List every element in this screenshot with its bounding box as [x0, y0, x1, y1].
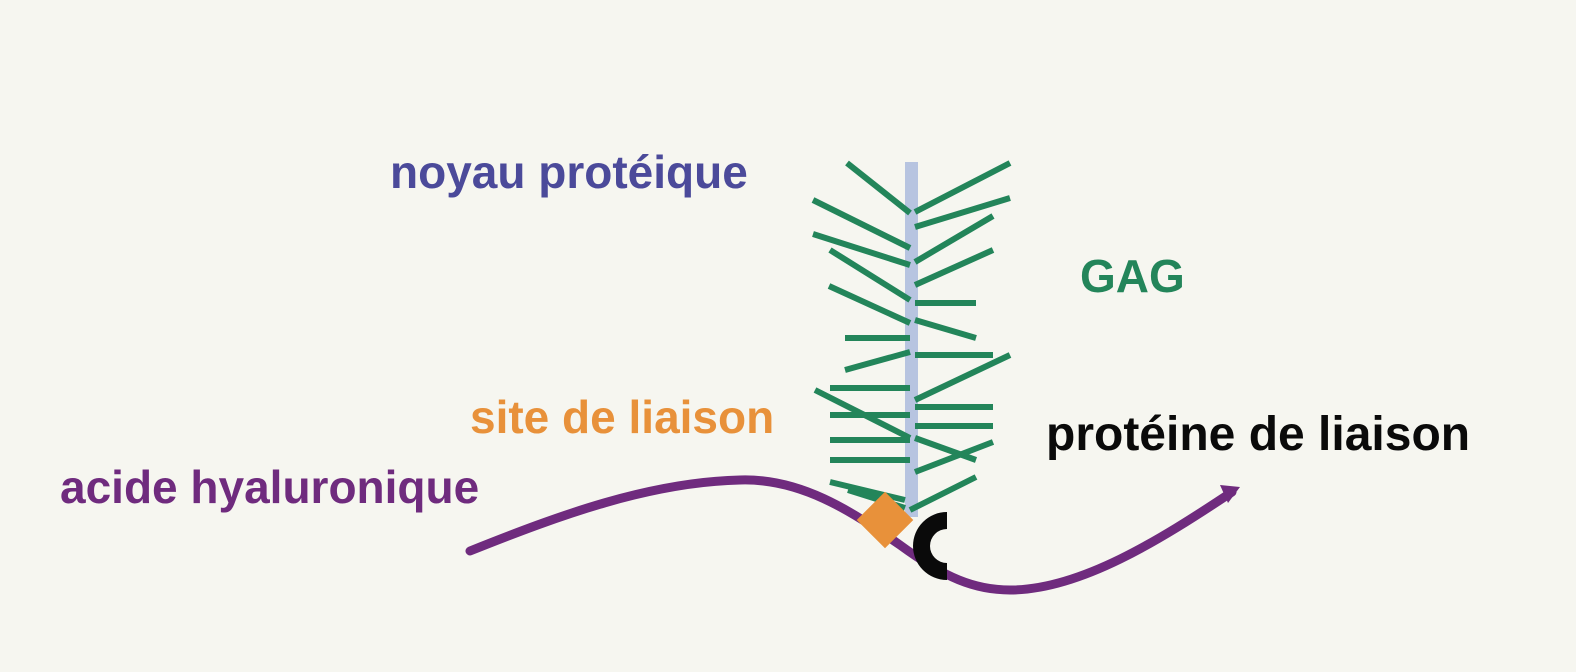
- gag-chain: [827, 283, 912, 326]
- gag-chain: [913, 352, 1012, 403]
- gag-chain: [913, 247, 995, 288]
- gag-chain: [828, 247, 912, 303]
- gag-chain: [812, 231, 911, 268]
- core-protein-axis: [905, 162, 918, 517]
- hyaluronic-acid-label: acide hyaluronique: [60, 461, 479, 513]
- gag-chain: [914, 317, 977, 341]
- gag-chain: [913, 439, 995, 475]
- gag-chain: [845, 160, 912, 216]
- core-protein-label: noyau protéique: [390, 146, 748, 198]
- gag-chain: [844, 349, 911, 373]
- gag-chain: [908, 474, 978, 513]
- link-protein-label: protéine de liaison: [1046, 408, 1470, 461]
- binding-site-label: site de liaison: [470, 391, 774, 443]
- gag-chain: [811, 197, 912, 251]
- gag-chains: [811, 160, 1012, 513]
- gag-chain: [829, 479, 906, 503]
- hyaluronic-acid-arrowhead: [1220, 485, 1240, 503]
- gag-label: GAG: [1080, 250, 1185, 302]
- gag-chain: [913, 213, 995, 265]
- gag-chain: [914, 195, 1011, 230]
- gag-chain: [913, 160, 1012, 215]
- hyaluronic-acid-strand: [465, 475, 1237, 595]
- gag-chain: [913, 435, 978, 463]
- link-protein-shape: [913, 512, 947, 580]
